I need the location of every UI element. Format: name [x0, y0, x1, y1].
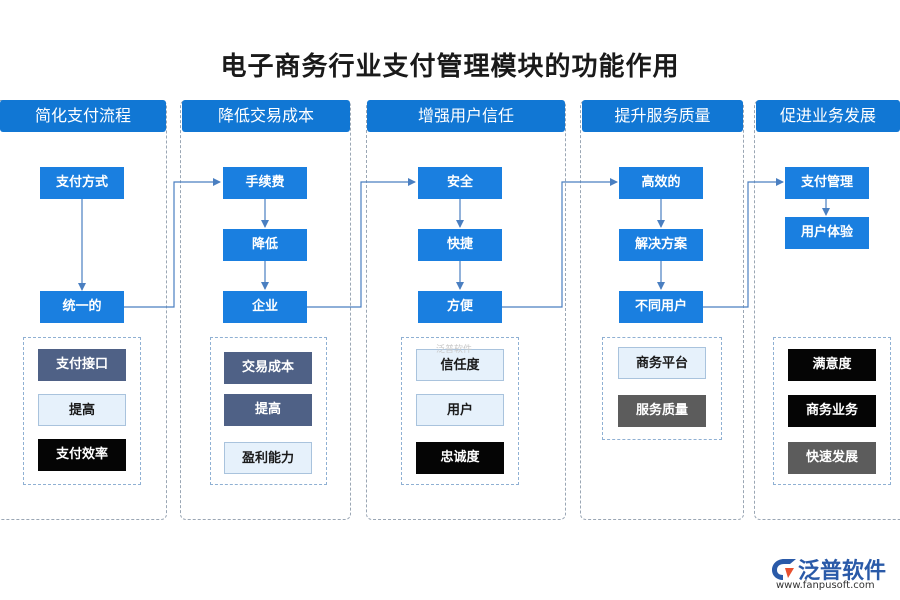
node-solution: 解决方案 — [619, 229, 703, 261]
diagram-title: 电子商务行业支付管理模块的功能作用 — [220, 52, 680, 82]
column-header: 增强用户信任 — [367, 100, 565, 132]
result-item: 忠诚度 — [416, 442, 504, 474]
result-item: 满意度 — [788, 349, 876, 381]
result-item: 支付效率 — [38, 439, 126, 471]
column-header: 提升服务质量 — [582, 100, 743, 132]
node-convenient: 方便 — [418, 291, 502, 323]
node-different-users: 不同用户 — [619, 291, 703, 323]
column-header: 促进业务发展 — [756, 100, 900, 132]
node-payment-method: 支付方式 — [40, 167, 124, 199]
result-item: 交易成本 — [224, 352, 312, 384]
column-header: 简化支付流程 — [0, 100, 166, 132]
node-enterprise: 企业 — [223, 291, 307, 323]
result-item: 商务平台 — [618, 347, 706, 379]
result-item: 快速发展 — [788, 442, 876, 474]
node-user-experience: 用户体验 — [785, 217, 869, 249]
logo-name: 泛普软件 — [798, 559, 887, 584]
result-item: 服务质量 — [618, 395, 706, 427]
result-item: 商务业务 — [788, 395, 876, 427]
result-item: 盈利能力 — [224, 442, 312, 474]
fanpu-logo-icon — [772, 559, 796, 580]
node-efficient: 高效的 — [619, 167, 703, 199]
node-fees: 手续费 — [223, 167, 307, 199]
node-secure: 安全 — [418, 167, 502, 199]
watermark: 泛普软件 — [436, 345, 473, 355]
result-item: 提高 — [224, 394, 312, 426]
column-header: 降低交易成本 — [182, 100, 350, 132]
logo-url: www.fanpusoft.com — [776, 580, 875, 591]
result-item: 提高 — [38, 394, 126, 426]
result-item: 信任度 — [416, 349, 504, 381]
node-payment-management: 支付管理 — [785, 167, 869, 199]
result-item: 用户 — [416, 394, 504, 426]
node-reduce: 降低 — [223, 229, 307, 261]
node-fast: 快捷 — [418, 229, 502, 261]
result-item: 支付接口 — [38, 349, 126, 381]
node-unified: 统一的 — [40, 291, 124, 323]
